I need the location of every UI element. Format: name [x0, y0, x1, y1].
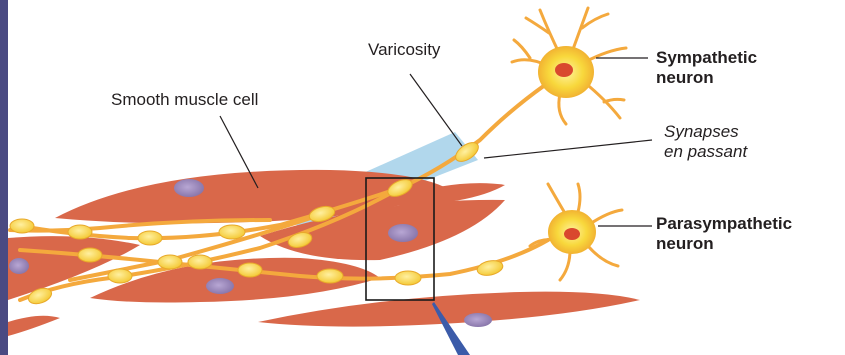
varicosity [188, 255, 212, 269]
varicosity [68, 225, 92, 239]
parasympathetic-nucleus [564, 228, 580, 240]
muscle-nucleus [388, 224, 418, 242]
varicosity [317, 269, 343, 283]
smooth-muscle-cell [258, 292, 640, 327]
varicosity [108, 269, 132, 283]
synapses-leader [484, 140, 652, 158]
sympathetic-label-line1: Sympathetic [656, 48, 757, 68]
varicosity [138, 231, 162, 245]
sympathetic-label-line2: neuron [656, 68, 714, 88]
smooth-muscle-cell [8, 316, 60, 336]
varicosity [395, 271, 421, 285]
muscle-nucleus [206, 278, 234, 294]
sympathetic-nucleus [555, 63, 573, 77]
varicosity-leader [410, 74, 462, 146]
varicosity-label: Varicosity [368, 40, 440, 60]
varicosity [158, 255, 182, 269]
synapses-label-line2: en passant [664, 142, 747, 162]
parasympathetic-label-line1: Parasympathetic [656, 214, 792, 234]
varicosity [10, 219, 34, 233]
varicosity [238, 263, 262, 277]
varicosity [219, 225, 245, 239]
synapses-label-line1: Synapses [664, 122, 739, 142]
varicosity [78, 248, 102, 262]
muscle-nucleus [174, 179, 204, 197]
muscle-nucleus [464, 313, 492, 327]
smooth-muscle-cell-label: Smooth muscle cell [111, 90, 258, 110]
muscle-nucleus [9, 258, 29, 274]
parasympathetic-label-line2: neuron [656, 234, 714, 254]
